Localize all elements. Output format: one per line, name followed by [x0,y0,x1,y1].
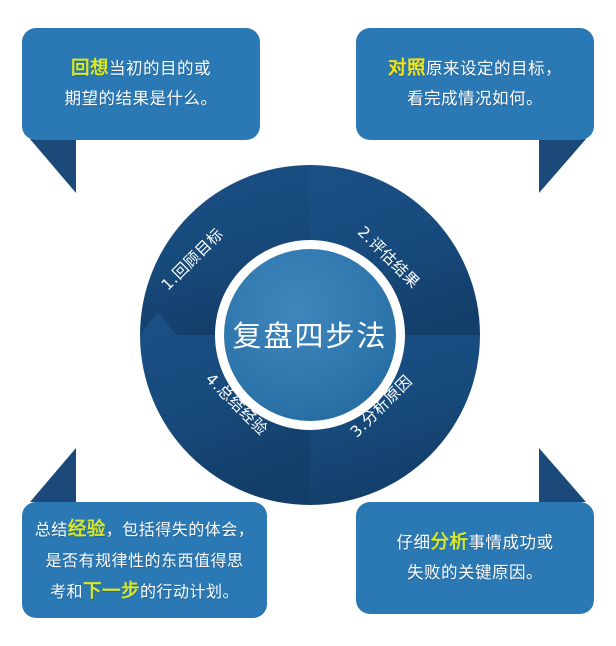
cycle-diagram: 1.回顾目标 2.评估结果 3.分析原因 4.总结经验 复盘四步 [133,158,487,512]
inner-circle [224,249,396,421]
callout-bottom-left-text-4: 的行动计划。 [140,581,240,601]
callout-bottom-left-highlight-1: 经验 [67,518,106,540]
callout-bottom-left-line-1: 总结经验，包括得失的体会， [35,514,255,545]
callout-bottom-left-text-1: 总结 [34,519,68,539]
callout-top-right: 对照原来设定的目标， 看完成情况如何。 [356,28,594,140]
callout-bottom-left-highlight-2: 下一步 [82,580,140,602]
callout-top-left-line-1: 回想当初的目的或 [71,54,211,84]
callout-top-right-highlight: 对照 [387,58,426,79]
callout-bottom-left-text-2: ，包括得失的体会， [105,519,255,539]
callout-top-left: 回想当初的目的或 期望的结果是什么。 [22,28,260,140]
callout-bottom-right-line-2: 失败的关键原因。 [407,563,543,582]
center-title: 复盘四步法 [232,319,387,353]
callout-bottom-right-line-1: 仔细分析事情成功或 [396,528,553,558]
callout-tail-bottom-left [30,448,76,502]
callout-top-right-line-1: 对照原来设定的目标， [388,54,562,84]
callout-bottom-left-line-3: 考和下一步的行动计划。 [50,576,239,607]
callout-top-left-line-2: 期望的结果是什么。 [64,89,218,108]
callout-bottom-left: 总结经验，包括得失的体会， 是否有规律性的东西值得思 考和下一步的行动计划。 [22,502,267,618]
callout-tail-top-left [30,139,76,193]
callout-bottom-right-text-1: 仔细 [396,533,431,552]
callout-bottom-left-text-3: 考和 [49,581,83,601]
callout-top-right-text-1: 原来设定的目标， [426,59,562,78]
inner-circle-halo [218,243,402,427]
callout-top-left-highlight: 回想 [70,58,109,79]
callout-tail-bottom-right [539,448,586,502]
callout-bottom-right-text-2: 事情成功或 [468,533,554,552]
callout-bottom-right-highlight: 分析 [430,532,469,553]
callout-top-right-line-2: 看完成情况如何。 [407,89,543,108]
callout-tail-top-right [539,139,586,193]
callout-bottom-left-line-2: 是否有规律性的东西值得思 [45,550,244,570]
callout-bottom-right: 仔细分析事情成功或 失败的关键原因。 [356,502,594,614]
callout-top-left-text-1: 当初的目的或 [109,59,211,78]
